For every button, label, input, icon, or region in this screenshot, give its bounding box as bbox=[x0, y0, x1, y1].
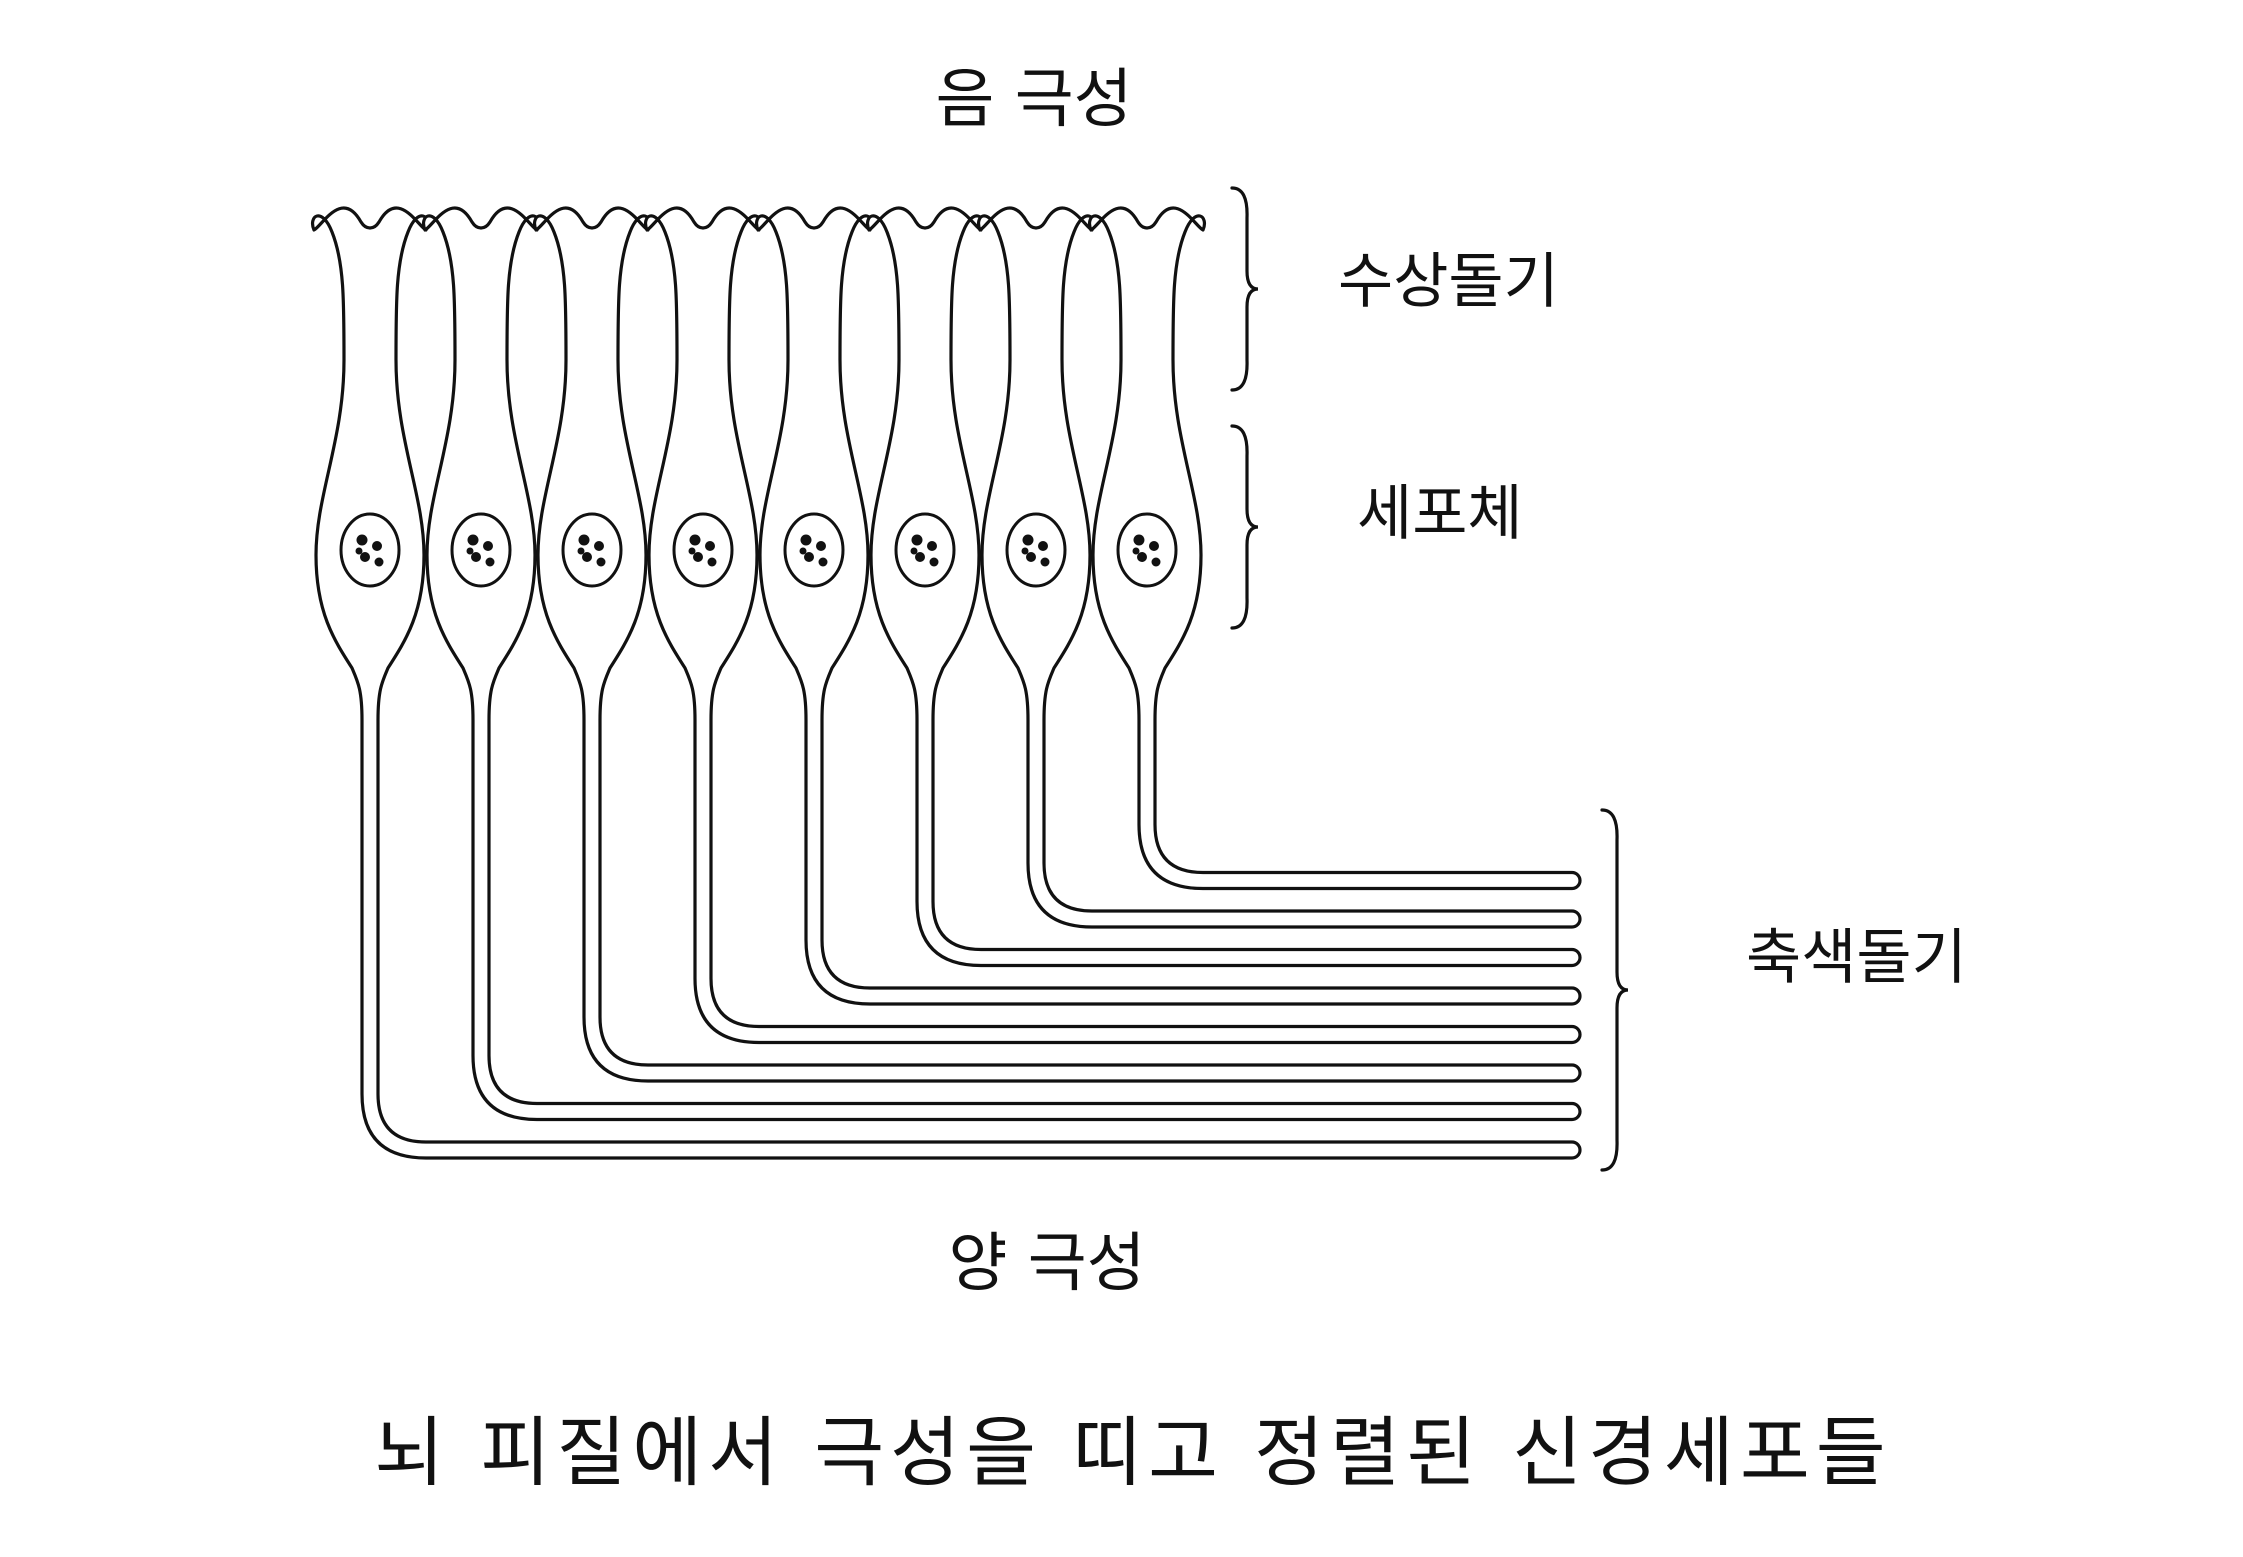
negative-pole-label: 음 극성 bbox=[935, 63, 1133, 137]
chromatin-dot bbox=[483, 541, 493, 551]
neuron-outline bbox=[866, 206, 1582, 968]
neuron-group bbox=[311, 206, 1582, 1160]
chromatin-dot bbox=[800, 534, 812, 546]
chromatin-dot bbox=[360, 552, 370, 562]
chromatin-dot bbox=[705, 541, 715, 551]
neuron-outline bbox=[755, 206, 1582, 1006]
chromatin-dot bbox=[467, 534, 479, 546]
chromatin-dot bbox=[355, 547, 363, 555]
cell-body-label: 세포체 bbox=[1357, 479, 1523, 549]
chromatin-dot bbox=[1040, 557, 1050, 567]
chromatin-dot bbox=[910, 547, 918, 555]
neuron-outline bbox=[533, 206, 1582, 1083]
nucleus bbox=[783, 512, 845, 588]
nucleus bbox=[561, 512, 623, 588]
chromatin-dot bbox=[818, 557, 828, 567]
neuron-outline bbox=[644, 206, 1582, 1045]
chromatin-dot bbox=[799, 547, 807, 555]
figure-caption: 뇌 피질에서 극성을 띠고 정렬된 신경세포들 bbox=[374, 1408, 1892, 1497]
chromatin-dot bbox=[1137, 552, 1147, 562]
nucleus bbox=[1005, 512, 1067, 588]
chromatin-dot bbox=[1026, 552, 1036, 562]
nucleus bbox=[339, 512, 401, 588]
dendrites-brace bbox=[1230, 186, 1259, 392]
chromatin-dot bbox=[1149, 541, 1159, 551]
chromatin-dot bbox=[374, 557, 384, 567]
neuron-outline bbox=[422, 206, 1582, 1122]
dendrites-label: 수상돌기 bbox=[1338, 247, 1559, 317]
chromatin-dot bbox=[466, 547, 474, 555]
chromatin-dot bbox=[689, 534, 701, 546]
chromatin-dot bbox=[1021, 547, 1029, 555]
chromatin-dot bbox=[929, 557, 939, 567]
axons-label: 축색돌기 bbox=[1746, 923, 1967, 993]
chromatin-dot bbox=[1133, 534, 1145, 546]
chromatin-dot bbox=[582, 552, 592, 562]
chromatin-dot bbox=[1151, 557, 1161, 567]
nucleus bbox=[450, 512, 512, 588]
neuron-outline bbox=[977, 206, 1582, 929]
chromatin-dot bbox=[915, 552, 925, 562]
chromatin-dot bbox=[356, 534, 368, 546]
positive-pole-label: 양 극성 bbox=[948, 1227, 1146, 1301]
chromatin-dot bbox=[688, 547, 696, 555]
chromatin-dot bbox=[1022, 534, 1034, 546]
chromatin-dot bbox=[804, 552, 814, 562]
neuron-outline bbox=[1088, 206, 1582, 891]
chromatin-dot bbox=[1038, 541, 1048, 551]
chromatin-dot bbox=[927, 541, 937, 551]
chromatin-dot bbox=[693, 552, 703, 562]
nucleus bbox=[894, 512, 956, 588]
neuron-outline bbox=[311, 206, 1582, 1160]
chromatin-dot bbox=[471, 552, 481, 562]
chromatin-dot bbox=[577, 547, 585, 555]
chromatin-dot bbox=[816, 541, 826, 551]
chromatin-dot bbox=[596, 557, 606, 567]
chromatin-dot bbox=[911, 534, 923, 546]
axons-brace bbox=[1600, 808, 1629, 1172]
chromatin-dot bbox=[594, 541, 604, 551]
chromatin-dot bbox=[578, 534, 590, 546]
chromatin-dot bbox=[485, 557, 495, 567]
chromatin-dot bbox=[707, 557, 717, 567]
cell-body-brace bbox=[1230, 424, 1259, 630]
nucleus bbox=[1116, 512, 1178, 588]
nucleus bbox=[672, 512, 734, 588]
chromatin-dot bbox=[372, 541, 382, 551]
chromatin-dot bbox=[1132, 547, 1140, 555]
brace-group bbox=[1230, 186, 1629, 1172]
